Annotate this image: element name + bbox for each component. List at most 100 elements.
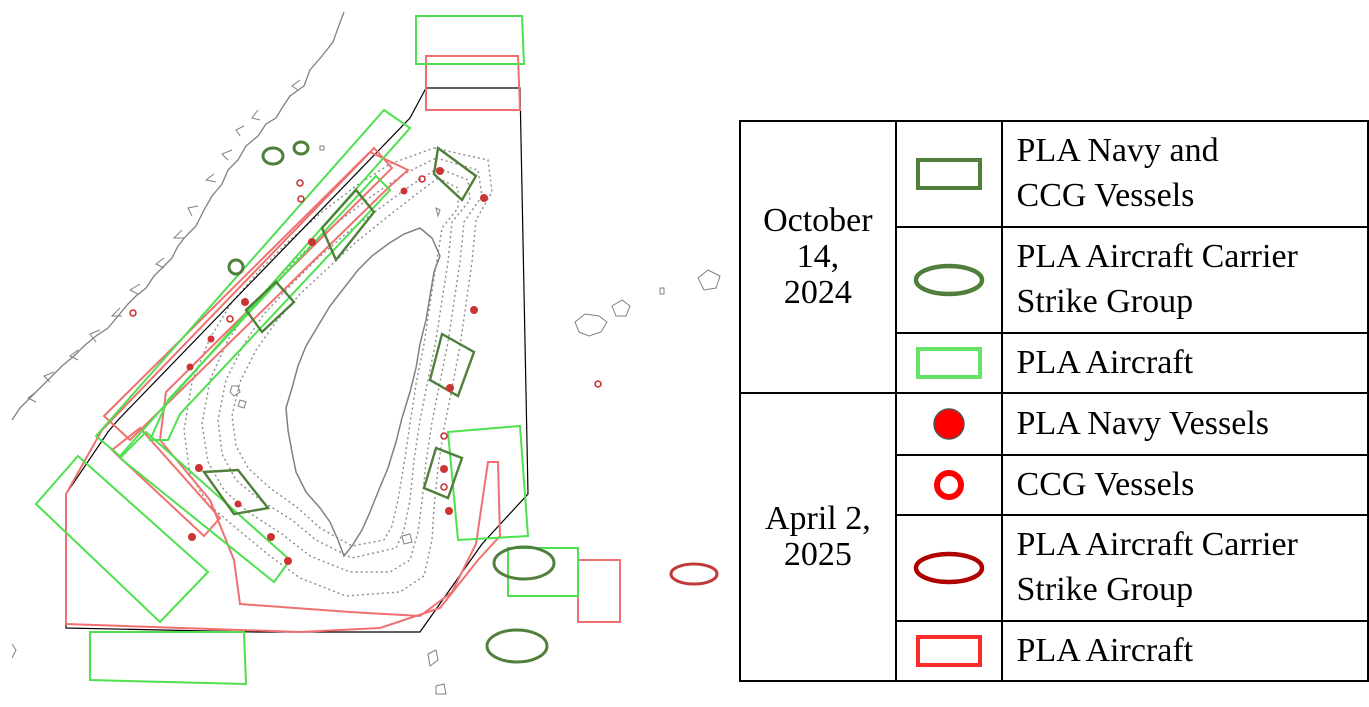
ccg-vessel [297,195,305,203]
navy-vessel [445,507,453,515]
legend-date-line: October [763,201,873,239]
legend-date-line: 2025 [783,536,852,573]
legend-label-line: PLA Aircraft Carrier [1016,238,1298,276]
oct-navy-zone-5 [422,446,464,500]
legend-symbol-cell [894,226,1003,334]
oct-aircraft-zone-east [446,424,530,542]
ccg-vessel [226,315,234,323]
ccg-vessel [594,380,602,388]
oct-aircraft-zone-south [89,631,248,686]
legend-label-apr-aircraft: PLA Aircraft [1000,620,1369,682]
oct-navy-zone-3 [244,280,296,334]
oct-aircraft-zone-nw-strip [94,108,412,458]
apr-navy-vessels [186,167,488,565]
apr-aircraft-zones [65,55,621,634]
navy-vessel [446,384,454,392]
legend-label-line: PLA Aircraft [1016,631,1194,669]
navy-vessel [480,194,488,202]
oct-carrier-5 [485,628,549,664]
exercise-boundary [65,87,529,633]
oct-navy-zones [201,145,478,516]
green-rectangle-icon [915,158,982,190]
apr-aircraft-zone-east [577,559,621,623]
apr-ccg-vessels [129,175,602,491]
oct-carrier-4 [492,545,556,581]
navy-vessel [188,533,196,541]
navy-vessel [234,500,242,508]
green-ellipse-icon [913,263,984,297]
navy-vessel [207,335,215,343]
oct-aircraft-zone-mid-strip [148,174,392,441]
legend-date-oct-2024: October 14, 2024 [739,120,897,394]
mainland-coastline [11,11,345,421]
navy-vessel [186,363,194,371]
navy-vessel [267,533,275,541]
legend-label-line: PLA Navy and [1016,132,1219,170]
oct-navy-zone-6 [201,468,271,516]
navy-vessel [400,187,408,195]
ccg-vessel [296,179,304,187]
small-islands [11,145,721,695]
exercise-map [11,11,721,695]
taiwan-island [285,227,441,558]
legend-symbol-cell [894,392,1003,456]
legend-symbol-cell [894,332,1003,394]
navy-vessel [470,306,478,314]
legend-symbol-cell [894,514,1003,622]
light-green-rectangle-icon [915,347,982,379]
red-rectangle-icon [915,635,982,667]
oct-carrier-1 [261,146,285,166]
ccg-vessel [440,432,448,440]
oct-carrier-3 [227,258,245,276]
red-ring-icon [933,470,964,500]
navy-vessel [440,465,448,473]
legend-table: October 14, 2024 PLA Navy and CCG Vessel… [739,120,1369,682]
legend-label-apr-navy: PLA Navy Vessels [1000,392,1369,456]
legend-label-line: CCG Vessels [1016,177,1195,214]
navy-vessel [308,238,316,246]
oct-aircraft-zones [34,15,579,686]
legend-label-oct-aircraft: PLA Aircraft [1000,332,1369,394]
legend-label-line: Strike Group [1016,283,1194,320]
ccg-vessel [129,309,137,317]
oct-carrier-2 [292,140,310,156]
oct-aircraft-zone-sw-large [34,454,210,624]
oct-carrier-groups [227,140,556,664]
apr-aircraft-zone-north [425,55,522,111]
legend-label-line: CCG Vessels [1016,465,1195,503]
legend-label-apr-ccg: CCG Vessels [1000,454,1369,516]
legend-label-line: PLA Aircraft Carrier [1016,526,1298,564]
apr-carrier-1 [669,562,719,586]
dark-red-ellipse-icon [913,551,984,585]
mainland-coastline-detail [27,79,301,403]
legend-symbol-cell [894,454,1003,516]
legend-label-line: PLA Navy Vessels [1016,404,1270,442]
legend-label-line: Strike Group [1016,571,1194,608]
navy-vessel [436,167,444,175]
legend-label-apr-carrier: PLA Aircraft Carrier Strike Group [1000,514,1369,622]
legend-label-oct-navy-ccg: PLA Navy and CCG Vessels [1000,120,1369,228]
legend-label-oct-carrier: PLA Aircraft Carrier Strike Group [1000,226,1369,334]
legend-date-apr-2025: April 2, 2025 [739,392,897,682]
oct-aircraft-zone-north [415,15,526,65]
apr-aircraft-zone-box-sw [110,426,222,538]
navy-vessel [284,557,292,565]
oct-aircraft-zone-se [507,547,579,597]
navy-vessel [241,298,249,306]
legend-symbol-cell [894,120,1003,228]
legend-label-line: PLA Aircraft [1016,343,1194,381]
legend-date-line: 14, [796,237,840,275]
legend-date-line: 2024 [783,274,852,312]
ccg-vessel [440,483,448,491]
legend-symbol-cell [894,620,1003,682]
red-filled-circle-icon [932,408,965,440]
contiguous-zone-lines [183,147,493,597]
oct-navy-zone-1 [432,145,478,202]
oct-navy-zone-4 [428,332,476,398]
legend-date-line: April 2, [764,499,871,537]
navy-vessel [195,464,203,472]
oct-aircraft-zone-sw-band [118,430,292,584]
apr-aircraft-zone-band [102,150,410,442]
ccg-vessel [418,175,426,183]
oct-navy-zone-2 [320,188,376,263]
